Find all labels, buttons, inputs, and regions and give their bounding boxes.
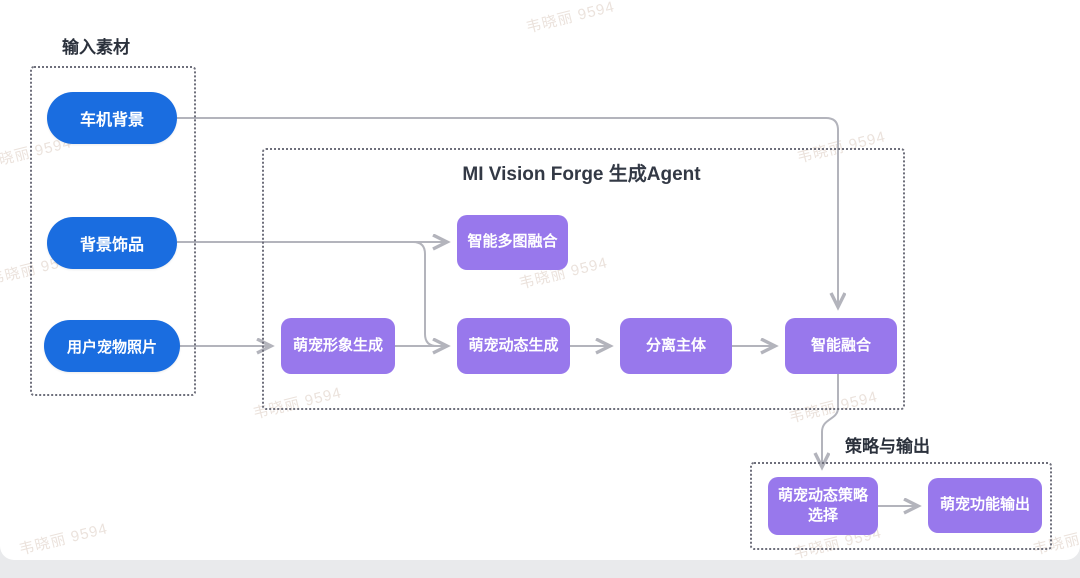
node-multi-image-fusion: 智能多图融合 (457, 215, 568, 270)
node-pet-dynamic-generation: 萌宠动态生成 (457, 318, 570, 374)
output-section-title: 策略与输出 (845, 437, 930, 456)
input-section-box (30, 66, 196, 396)
node-pet-function-output: 萌宠功能输出 (928, 478, 1042, 533)
node-car-background: 车机背景 (47, 92, 177, 144)
output-section-box (750, 462, 1052, 550)
node-user-pet-photo: 用户宠物照片 (44, 320, 180, 372)
node-background-accessory: 背景饰品 (47, 217, 177, 269)
agent-section-title: MI Vision Forge 生成Agent (462, 164, 701, 185)
node-separate-subject: 分离主体 (620, 318, 732, 374)
node-dynamic-strategy-select: 萌宠动态策略选择 (768, 477, 878, 535)
node-smart-fusion: 智能融合 (785, 318, 897, 374)
agent-section-box (262, 148, 905, 410)
input-section-title: 输入素材 (62, 38, 130, 57)
node-pet-avatar-generation: 萌宠形象生成 (281, 318, 395, 374)
